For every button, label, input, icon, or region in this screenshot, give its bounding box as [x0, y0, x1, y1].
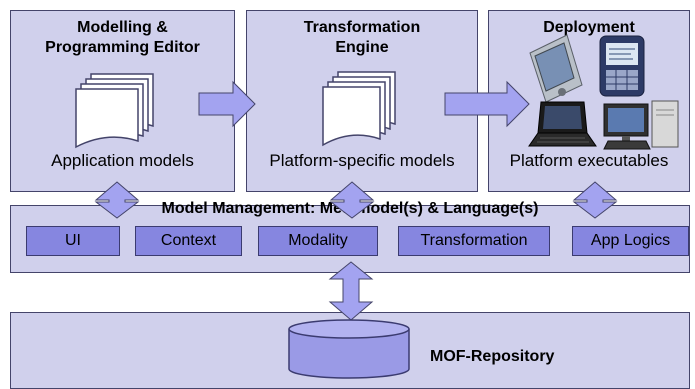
module-app-logics: App Logics [572, 226, 689, 256]
pda-icon [529, 34, 583, 103]
transformation-box: Transformation Engine Platform-specific … [246, 10, 478, 192]
editor-title: Modelling & Programming Editor [11, 18, 234, 58]
smartphone-icon [599, 35, 645, 97]
repository-cylinder-icon [288, 319, 410, 379]
editor-title-line1: Modelling & [77, 19, 168, 36]
arrow-deployment-management [572, 181, 618, 219]
transformation-title-line2: Engine [335, 39, 389, 56]
transformation-title: Transformation Engine [247, 18, 477, 58]
deployment-title: Deployment [543, 19, 635, 36]
arrow-editor-management [94, 181, 140, 219]
arrow-transformation-management [329, 181, 375, 219]
transformation-title-line1: Transformation [303, 19, 421, 36]
deployment-caption: Platform executables [509, 151, 669, 170]
document-stack-icon [75, 73, 154, 149]
arrow-management-repository [328, 261, 374, 321]
transformation-caption: Platform-specific models [269, 151, 455, 170]
laptop-icon [528, 101, 597, 147]
editor-title-line2: Programming Editor [45, 39, 200, 56]
repository-label: MOF-Repository [430, 348, 555, 365]
document-stack-icon [322, 71, 396, 147]
module-ui: UI [26, 226, 120, 256]
editor-caption: Application models [51, 151, 194, 170]
desktop-pc-icon [603, 100, 679, 150]
module-transformation: Transformation [398, 226, 550, 256]
module-modality: Modality [258, 226, 378, 256]
arrow-transformation-to-deployment [444, 80, 530, 128]
editor-box: Modelling & Programming Editor Applicati… [10, 10, 235, 192]
module-context: Context [135, 226, 242, 256]
arrow-editor-to-transformation [198, 80, 256, 128]
